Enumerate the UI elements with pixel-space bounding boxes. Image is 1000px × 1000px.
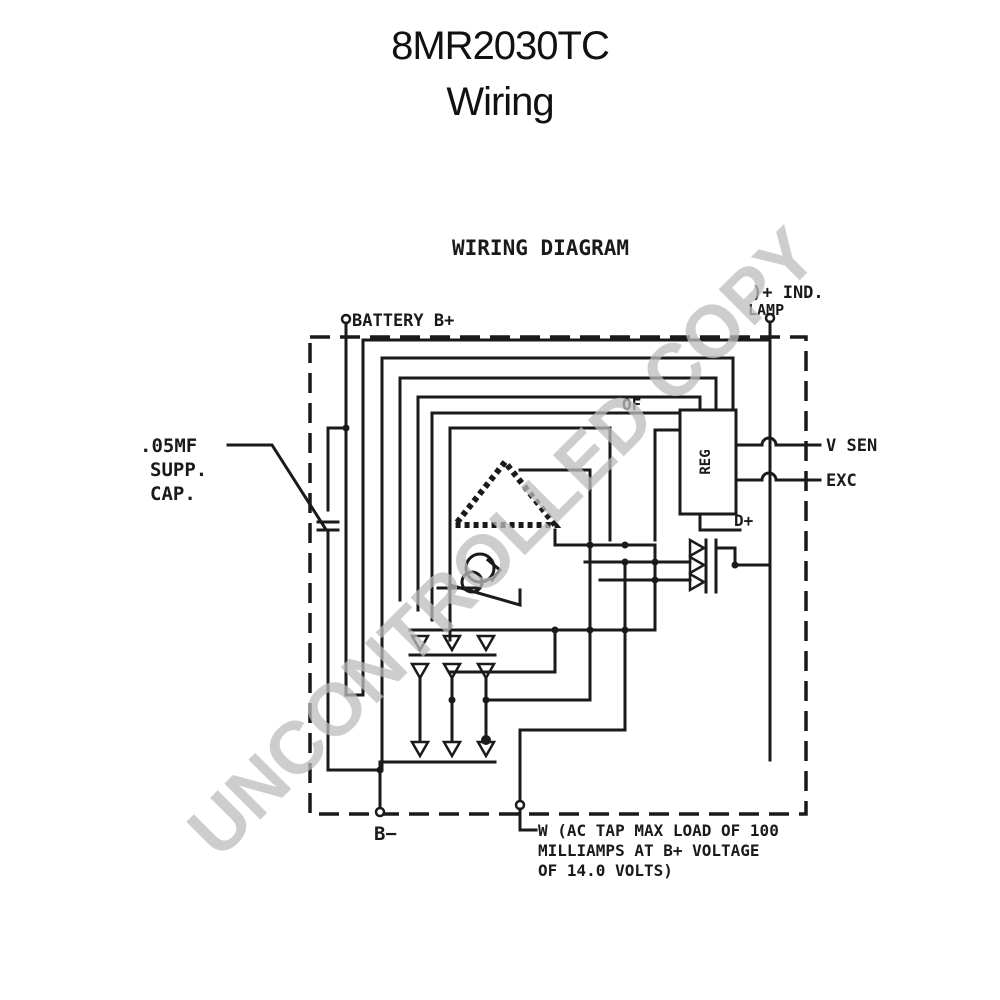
regulator-box xyxy=(678,408,738,516)
ground-label: B− xyxy=(374,823,397,845)
watermark: UNCONTROLLED COPY xyxy=(172,212,832,872)
of-label: OF xyxy=(622,395,641,414)
cap-label-1: .05MF xyxy=(140,435,197,457)
lamp-label: LAMP xyxy=(748,301,784,319)
capacitor-leader xyxy=(226,443,328,531)
cap-label-2: SUPP. xyxy=(150,459,207,481)
negative-diodes xyxy=(409,662,497,745)
diode-trio xyxy=(688,537,772,594)
vsen-lead xyxy=(734,436,822,447)
bottom-diodes xyxy=(378,740,497,764)
alternator-housing xyxy=(308,335,808,816)
w-label-1: W (AC TAP MAX LOAD OF 100 xyxy=(538,821,779,840)
positive-diodes xyxy=(408,634,497,657)
ind-label: )+ IND. xyxy=(752,283,824,303)
battery-label: BATTERY B+ xyxy=(352,311,454,331)
w-label-3: OF 14.0 VOLTS) xyxy=(538,861,673,880)
w-label-2: MILLIAMPS AT B+ VOLTAGE xyxy=(538,841,760,860)
page-title: 8MR2030TC xyxy=(391,24,610,68)
ground-terminal xyxy=(374,806,386,818)
cap-label-3: CAP. xyxy=(150,483,196,505)
exc-label: EXC xyxy=(826,471,857,491)
page-subtitle: Wiring xyxy=(446,80,554,124)
diagram-heading: WIRING DIAGRAM xyxy=(452,236,629,260)
field-coil xyxy=(436,552,503,594)
vsen-label: V SEN xyxy=(826,436,877,456)
exc-lead xyxy=(734,471,822,482)
regulator-label: REG xyxy=(698,449,714,474)
loop-1 xyxy=(361,338,772,762)
dplus-label: D+ xyxy=(734,511,754,530)
